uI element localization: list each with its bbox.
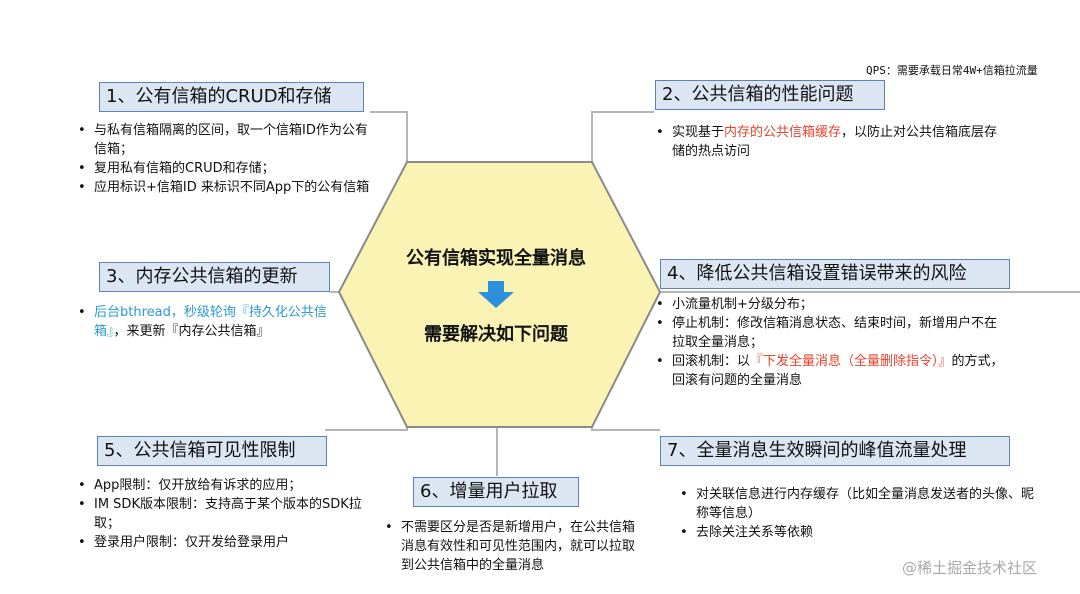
section-5-title: 5、公共信箱可见性限制: [97, 436, 327, 466]
bullet-text: ，来更新『内存公共信箱』: [113, 324, 270, 339]
section-7-title: 7、全量消息生效瞬间的峰值流量处理: [660, 436, 1010, 466]
section-1-bullet: 复用私有信箱的CRUD和存储；: [74, 159, 370, 178]
section-5-bullet: IM SDK版本限制：支持高于某个版本的SDK拉取；: [74, 495, 384, 533]
bullet-text: 回滚机制：以: [672, 354, 751, 369]
section-4-bullets: 小流量机制+分级分布； 停止机制：修改信箱消息状态、结束时间，新增用户不在拉取全…: [652, 295, 1007, 390]
connector-s1: [370, 111, 408, 162]
section-7-bullet: 去除关注关系等依赖: [676, 523, 1036, 542]
watermark: @稀土掘金技术社区: [902, 559, 1038, 577]
connector-s2: [591, 111, 654, 162]
section-5-bullet: App限制：仅开放给有诉求的应用；: [74, 476, 384, 495]
section-6-bullets: 不需要区分是否是新增用户，在公共信箱消息有效性和可见性范围内，就可以拉取到公共信…: [381, 518, 639, 575]
section-2-bullet: 实现基于内存的公共信箱缓存，以防止对公共信箱底层存储的热点访问: [652, 123, 1007, 161]
section-4-bullet: 停止机制：修改信箱消息状态、结束时间，新增用户不在拉取全量消息；: [652, 314, 1007, 352]
bullet-text: ，以防止对公共信箱底层存储的热点访问: [672, 125, 998, 159]
section-5-bullets: App限制：仅开放给有诉求的应用； IM SDK版本限制：支持高于某个版本的SD…: [74, 476, 384, 552]
down-arrow-icon: [478, 281, 514, 308]
section-7-bullet: 对关联信息进行内存缓存（比如全量消息发送者的头像、昵称等信息）: [676, 485, 1036, 523]
section-6-bullet: 不需要区分是否是新增用户，在公共信箱消息有效性和可见性范围内，就可以拉取到公共信…: [381, 518, 639, 575]
section-1-bullet: 应用标识+信箱ID 来标识不同App下的公有信箱: [74, 178, 370, 197]
section-4-title: 4、降低公共信箱设置错误带来的风险: [660, 259, 1010, 289]
center-title: 公有信箱实现全量消息: [406, 248, 586, 269]
section-1-bullets: 与私有信箱隔离的区间，取一个信箱ID作为公有信箱； 复用私有信箱的CRUD和存储…: [74, 121, 370, 197]
highlight-text: 后台bthread，秒级轮询『持久化公共信箱』: [94, 305, 327, 339]
section-5-bullet: 登录用户限制：仅开发给登录用户: [74, 533, 384, 552]
section-6-title: 6、增量用户拉取: [413, 477, 579, 507]
section-2-bullets: 实现基于内存的公共信箱缓存，以防止对公共信箱底层存储的热点访问: [652, 123, 1007, 161]
section-3-bullets: 后台bthread，秒级轮询『持久化公共信箱』，来更新『内存公共信箱』: [74, 303, 336, 341]
section-1-bullet: 与私有信箱隔离的区间，取一个信箱ID作为公有信箱；: [74, 121, 370, 159]
bullet-text: 实现基于: [672, 125, 725, 140]
highlight-text: 内存的公共信箱缓存: [724, 125, 842, 140]
section-1-title: 1、公有信箱的CRUD和存储: [99, 82, 364, 112]
highlight-text: 『下发全量消息（全量删除指令）』: [750, 354, 952, 369]
section-4-bullet: 回滚机制：以『下发全量消息（全量删除指令）』的方式，回滚有问题的全量消息: [652, 352, 1007, 390]
section-4-bullet: 小流量机制+分级分布；: [652, 295, 1007, 314]
center-subtitle: 需要解决如下问题: [424, 324, 568, 345]
section-7-bullets: 对关联信息进行内存缓存（比如全量消息发送者的头像、昵称等信息） 去除关注关系等依…: [676, 485, 1036, 542]
section-3-title: 3、内存公共信箱的更新: [99, 262, 330, 292]
qps-note: QPS：需要承载日常4W+信箱拉流量: [866, 64, 1038, 77]
section-2-title: 2、公共信箱的性能问题: [655, 80, 885, 110]
bullet-text: 的方式，回滚有问题的全量消息: [672, 354, 1004, 388]
section-3-bullet: 后台bthread，秒级轮询『持久化公共信箱』，来更新『内存公共信箱』: [74, 303, 336, 341]
